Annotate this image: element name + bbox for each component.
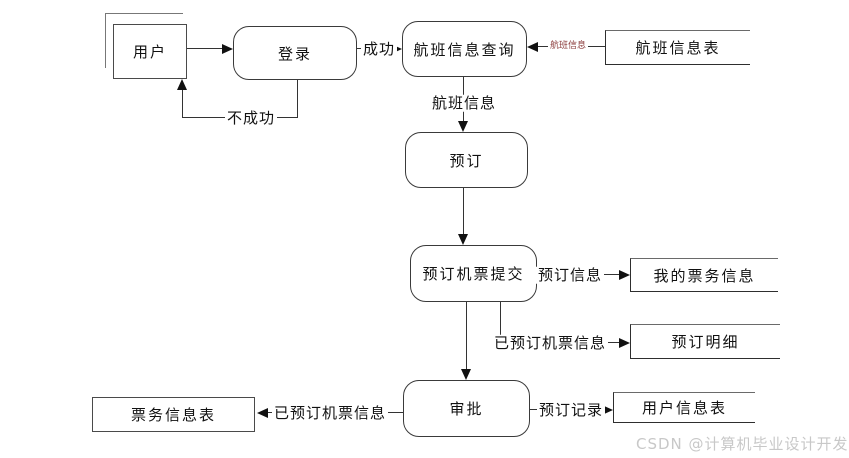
process-flight-query: 航班信息查询	[402, 21, 527, 77]
flow-label-flight-info: 航班信息	[429, 93, 499, 112]
edge-approval-tickettable-arrowhead	[257, 408, 268, 418]
edge-submit-approval-arrowhead	[461, 369, 471, 380]
edge-fail-arrowhead	[177, 79, 187, 90]
edge-booking-submit-line	[463, 188, 464, 235]
process-booking-label: 预订	[449, 151, 484, 170]
edge-table-query-arrowhead	[527, 42, 538, 52]
edge-submit-approval-line	[466, 302, 467, 370]
edge-fail-down-line	[297, 80, 298, 118]
flow-label-booking-record: 预订记录	[536, 400, 606, 419]
store-booking-detail: 预订明细	[630, 324, 780, 359]
user-entity-shadow-left-line	[105, 13, 106, 68]
process-booking: 预订	[405, 132, 528, 188]
flow-label-booked-info-ticket: 已预订机票信息	[271, 403, 389, 422]
edge-fail-up-line	[182, 89, 183, 118]
flow-label-flight-info-small: 航班信息	[547, 41, 589, 52]
store-user-table-label: 用户信息表	[641, 399, 727, 417]
edge-submit-detail-vline	[500, 302, 501, 343]
user-entity-shadow-top-line	[105, 13, 183, 14]
entity-user-label: 用户	[132, 43, 167, 61]
edge-booking-submit-arrowhead	[458, 234, 468, 245]
process-flight-query-label: 航班信息查询	[413, 40, 516, 59]
process-booking-submit: 预订机票提交	[410, 245, 537, 302]
process-login: 登录	[233, 26, 357, 80]
store-booking-detail-label: 预订明细	[671, 333, 740, 351]
store-ticket-table-label: 票务信息表	[130, 406, 216, 424]
edge-user-login-arrowhead	[222, 44, 233, 54]
process-login-label: 登录	[277, 44, 312, 63]
store-my-ticket-info: 我的票务信息	[630, 258, 778, 292]
flow-label-booked-info-detail: 已预订机票信息	[491, 333, 609, 352]
store-flight-table-label: 航班信息表	[635, 39, 721, 57]
store-flight-table: 航班信息表	[605, 30, 750, 65]
process-booking-submit-label: 预订机票提交	[422, 265, 525, 283]
edge-query-booking-arrowhead	[458, 121, 468, 132]
edge-approval-usertable-arrowhead	[602, 405, 613, 415]
process-approval-label: 审批	[449, 400, 484, 418]
process-approval: 审批	[403, 380, 530, 437]
edge-submit-myticket-arrowhead	[619, 270, 630, 280]
flow-label-success: 成功	[360, 39, 398, 58]
store-my-ticket-info-label: 我的票务信息	[653, 266, 756, 285]
flow-label-fail: 不成功	[224, 108, 278, 127]
edge-user-login-line	[187, 48, 223, 49]
store-user-table: 用户信息表	[613, 392, 755, 423]
edge-submit-detail-arrowhead	[619, 338, 630, 348]
csdn-watermark: CSDN @计算机毕业设计开发	[636, 435, 849, 453]
entity-user: 用户	[113, 24, 187, 79]
flow-label-booking-info: 预订信息	[535, 265, 605, 284]
store-ticket-table: 票务信息表	[92, 397, 255, 432]
